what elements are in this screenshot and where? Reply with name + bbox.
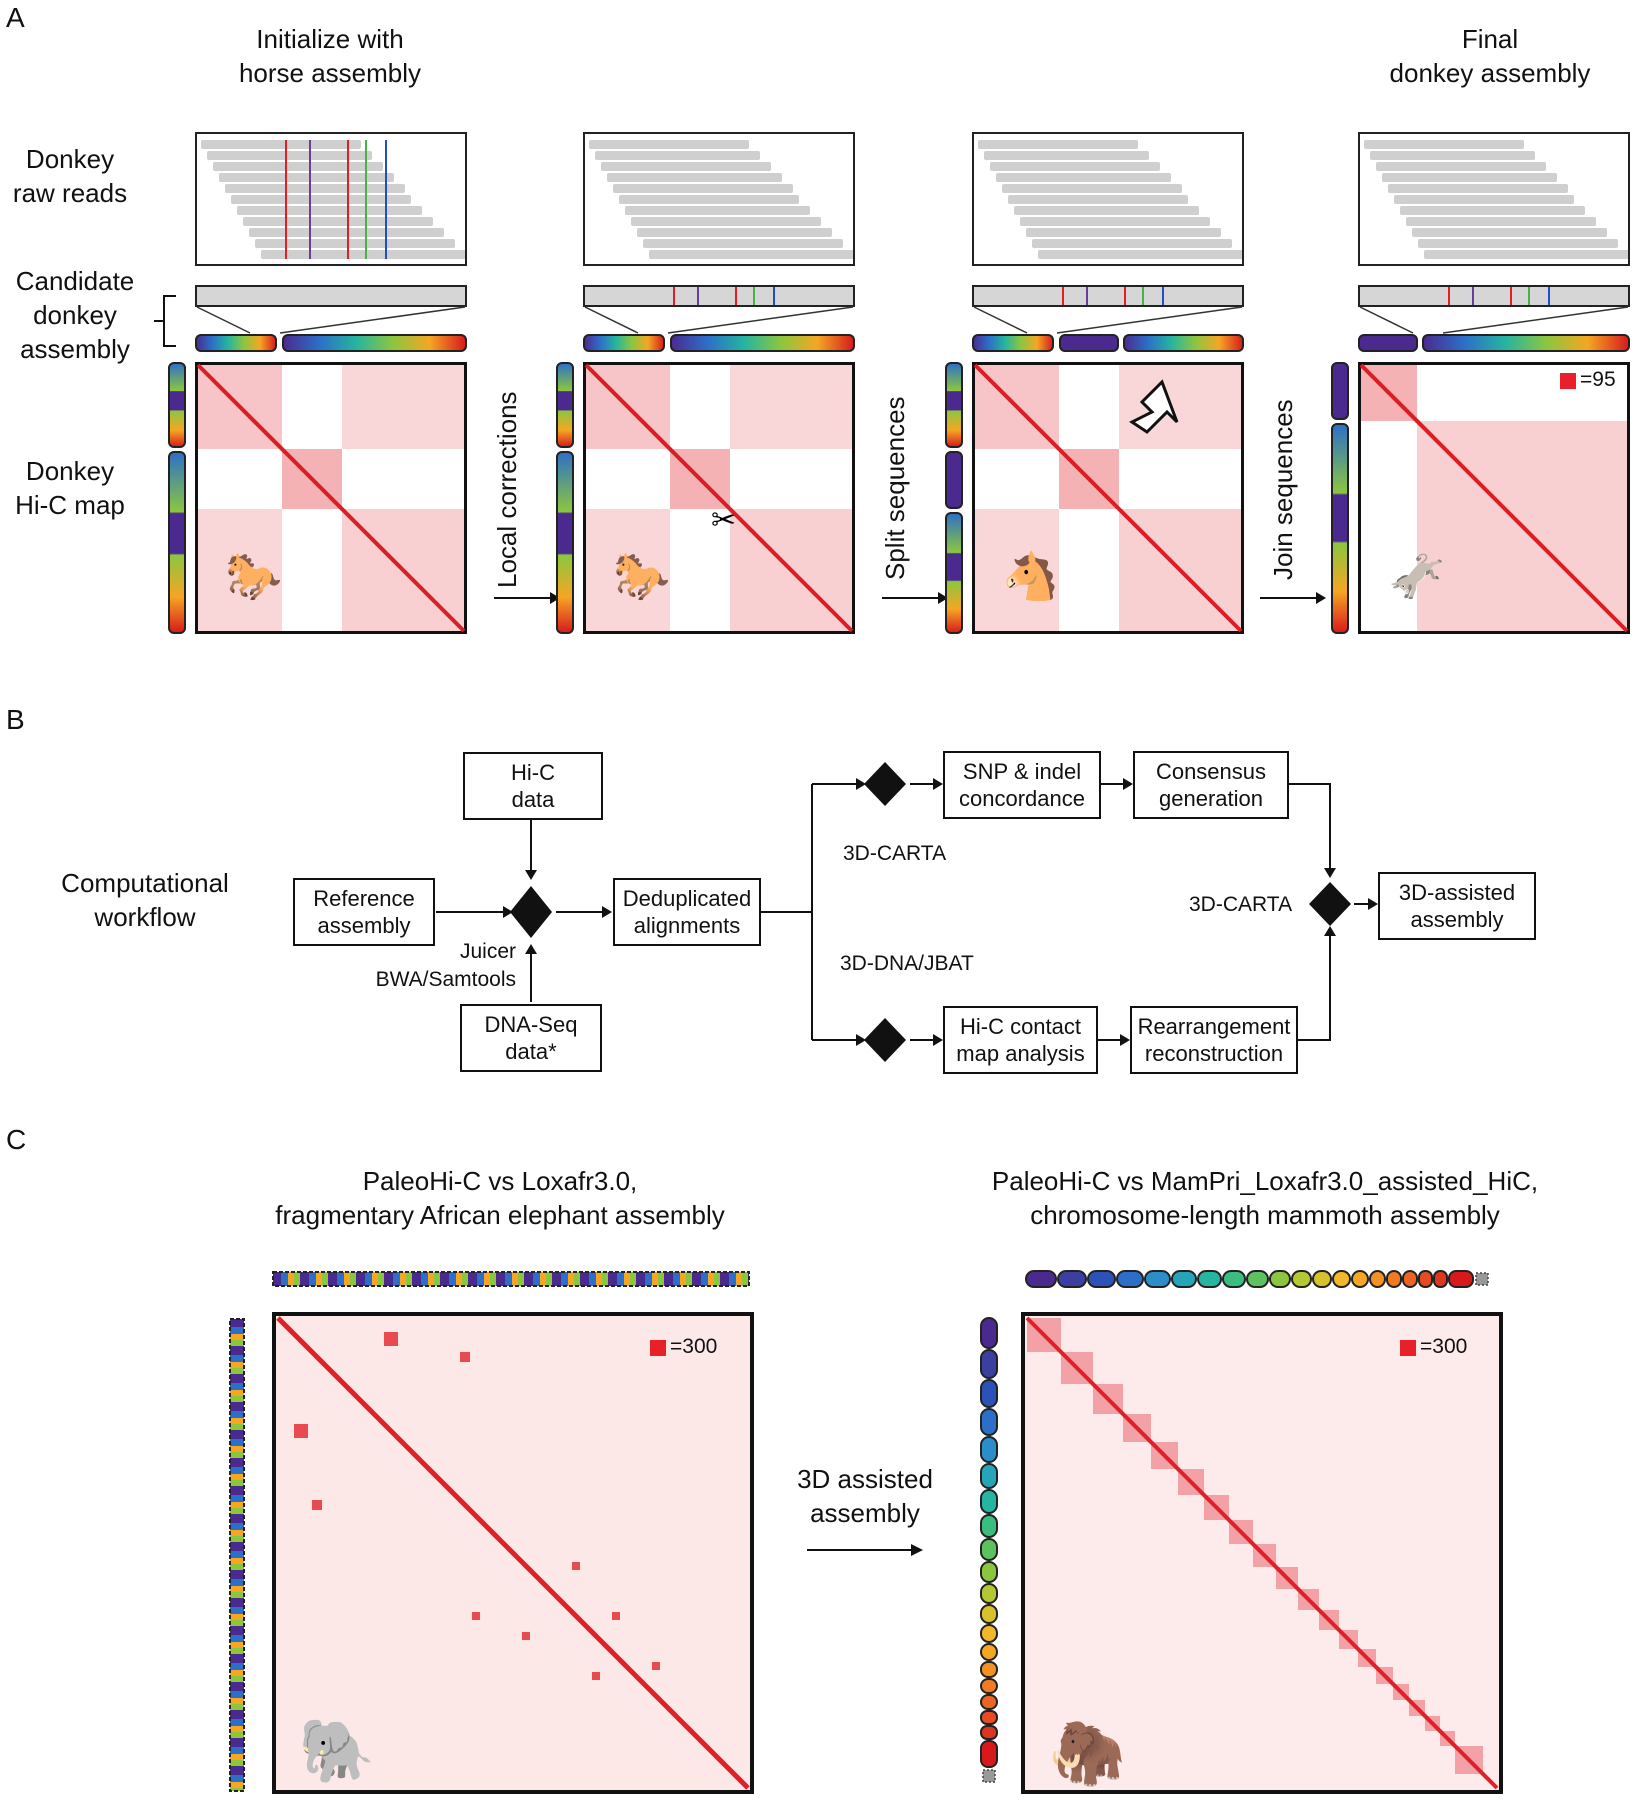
candidate-chrom-bar-3 [972, 334, 1244, 352]
diamond-merge-1 [510, 886, 552, 938]
hic-side-bar-3 [945, 362, 963, 634]
raw-reads-panel-2 [583, 132, 855, 266]
hic-side-bar-4 [1331, 362, 1349, 634]
assisted-assembly-box: 3D-assisted assembly [1378, 872, 1536, 940]
snp-indel-box: SNP & indel concordance [943, 751, 1101, 819]
middle-label: 3D assisted assembly [797, 1464, 933, 1528]
step-split-sequences: Split sequences [880, 396, 910, 580]
svg-text:🐘: 🐘 [298, 1714, 375, 1787]
scale-swatch-c-left [650, 1340, 666, 1356]
candidate-contig-bar-2 [583, 285, 855, 307]
right-hic-map: 🦣 [1021, 1312, 1503, 1794]
hic-side-bar-2 [556, 362, 574, 634]
right-side-chrom-bar [980, 1317, 998, 1783]
raw-reads-panel-1 [195, 132, 467, 266]
step-arrow-1 [494, 592, 560, 604]
row-label-reads: Donkey raw reads [12, 144, 128, 208]
left-side-fragment-bar [229, 1318, 245, 1792]
svg-text:🐎: 🐎 [225, 549, 282, 603]
candidate-chrom-bar-4 [1358, 334, 1630, 352]
merge-label: 3D-CARTA [1189, 893, 1293, 916]
candidate-chrom-bar-2 [583, 334, 855, 352]
raw-reads-panel-4 [1358, 132, 1630, 266]
hic-side-bar-1 [168, 362, 186, 634]
hic-map-1: 🐎 [195, 362, 467, 634]
step-join-sequences: Join sequences [1268, 399, 1298, 580]
left-hic-map: 🐘 [272, 1312, 754, 1794]
rearrangement-box: Rearrangement reconstruction [1130, 1006, 1298, 1074]
panel-b-letter: B [6, 704, 25, 735]
right-title: PaleoHi-C vs MamPri_Loxafr3.0_assisted_H… [991, 1166, 1539, 1230]
tools-label: Juicer BWA/Samtools [375, 940, 516, 991]
panel-a-letter: A [6, 2, 25, 33]
hic-map-4: 🫏 [1358, 362, 1630, 634]
svg-text:🐴: 🐴 [1002, 549, 1059, 603]
hic-data-box: Hi-C data [463, 752, 603, 820]
workflow-connectors [436, 762, 1378, 1062]
hic-contact-box: Hi-C contact map analysis [943, 1006, 1098, 1074]
diamond-bottom [864, 1018, 906, 1062]
hic-map-3: 🐴 [972, 362, 1244, 634]
row-label-hic: Donkey Hi-C map [15, 456, 125, 520]
left-top-fragment-bar [272, 1271, 750, 1287]
raw-reads-panel-3 [972, 132, 1244, 266]
diamond-merge-2 [1309, 882, 1351, 926]
branch-top-label: 3D-CARTA [843, 842, 947, 865]
reference-assembly-box: Reference assembly [293, 878, 435, 946]
scale-swatch-a [1560, 373, 1576, 389]
candidate-contig-bar-1 [195, 285, 467, 307]
step-local-corrections: Local corrections [492, 391, 522, 588]
scale-swatch-c-right [1400, 1340, 1416, 1356]
right-top-chrom-bar [1025, 1270, 1489, 1288]
svg-text:✂: ✂ [711, 503, 736, 538]
scale-label-c-right: =300 [1420, 1335, 1468, 1358]
step-arrow-2 [882, 592, 948, 604]
svg-text:🫏: 🫏 [1388, 549, 1445, 603]
candidate-chrom-bar-1 [195, 334, 467, 352]
scale-label-a: =95 [1580, 368, 1616, 391]
scale-label-c-left: =300 [670, 1335, 718, 1358]
hic-map-2: ✂ 🐎 [583, 362, 855, 634]
candidate-contig-bar-3 [972, 285, 1244, 307]
panel-c-letter: C [6, 1124, 27, 1155]
svg-text:🐎: 🐎 [613, 549, 670, 603]
row-label-candidate: Candidate donkey assembly [15, 266, 135, 364]
diamond-top [864, 762, 906, 806]
candidate-bracket [154, 295, 176, 347]
branch-bottom-label: 3D-DNA/JBAT [840, 952, 974, 975]
consensus-box: Consensus generation [1133, 751, 1289, 819]
left-title: PaleoHi-C vs Loxafr3.0, fragmentary Afri… [275, 1166, 725, 1230]
svg-text:🦣: 🦣 [1049, 1716, 1126, 1789]
init-title: Initialize with horse assembly [238, 24, 422, 88]
final-title: Final donkey assembly [1389, 24, 1591, 88]
step-arrow-3 [1260, 592, 1326, 604]
middle-arrow [807, 1544, 923, 1556]
dedup-alignments-box: Deduplicated alignments [613, 878, 761, 946]
candidate-contig-bar-4 [1358, 285, 1630, 307]
dnaseq-data-box: DNA-Seq data* [460, 1004, 602, 1072]
workflow-label: Computational workflow [61, 868, 229, 932]
